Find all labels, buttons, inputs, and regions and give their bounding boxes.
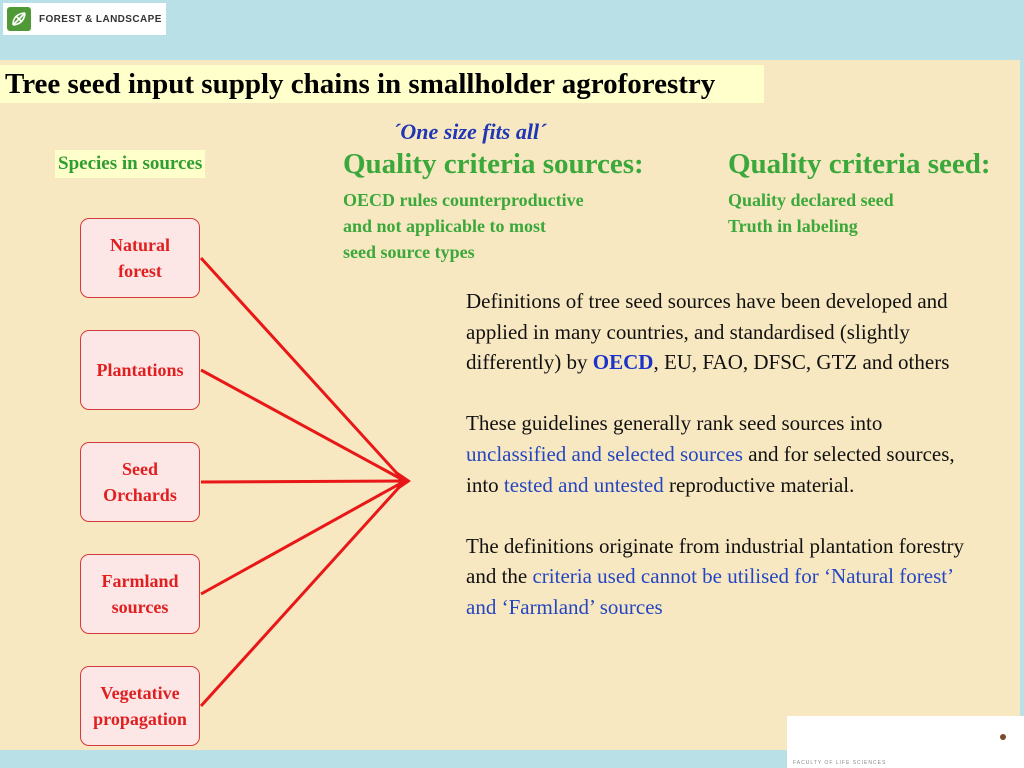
logo-text: FOREST & LANDSCAPE [39,13,162,25]
species-in-sources-label: Species in sources [55,150,206,178]
quality-criteria-sources-heading: Quality criteria sources: [343,148,644,180]
source-box-label: Plantations [96,360,184,380]
arrow-seed-orchards [200,479,404,484]
p1-text: Definitions of tree seed sources have be… [466,289,948,375]
p2-text-mid: and for selected sources, into [466,441,955,497]
sources-line: and not applicable to most [343,216,547,236]
quality-criteria-sources-text: OECD rules counterproductive and not app… [343,187,584,265]
source-box-vegetative-propagation: Vegetative propagation [80,666,200,746]
sources-line: seed source types [343,242,475,262]
source-box-label: Seed Orchards [103,459,177,505]
slide-subtitle: ´One size fits all´ [393,119,547,144]
p1-text-end: , EU, FAO, DFSC, GTZ and others [653,350,950,375]
arrow-natural-forest [199,256,405,482]
source-box-plantations: Plantations [80,330,200,410]
p2-highlight-1: unclassified and selected sources [466,441,743,466]
source-box-label: Vegetative propagation [93,683,187,729]
arrow-plantations [200,368,404,482]
quality-criteria-seed-text: Quality declared seed Truth in labeling [728,187,894,239]
paragraph-origin: The definitions originate from industria… [466,531,966,623]
arrow-farmland [200,480,404,596]
paragraph-guidelines: These guidelines generally rank seed sou… [466,408,966,500]
p3-text: The definitions originate from industria… [466,533,965,589]
seed-line: Truth in labeling [728,216,858,236]
paragraph-definitions: Definitions of tree seed sources have be… [466,286,966,378]
arrow-vegetative [199,481,405,708]
sources-line: OECD rules counterproductive [343,190,584,210]
university-footer-logo: FACULTY OF LIFE SCIENCES [787,716,1024,768]
source-box-label: Farmland sources [101,571,179,617]
source-box-label: Natural forest [110,235,170,281]
seed-line: Quality declared seed [728,190,894,210]
oecd-highlight: OECD [592,350,654,375]
arrowhead [395,470,411,492]
p3-highlight: criteria used cannot be utilised for ‘Na… [466,564,953,619]
definitions-body-text: Definitions of tree seed sources have be… [466,286,966,653]
footer-logo-text: FACULTY OF LIFE SCIENCES [793,760,887,766]
p2-text-end: reproductive material. [663,472,855,497]
p2-highlight-2: tested and untested [503,472,664,497]
forest-landscape-logo: FOREST & LANDSCAPE [3,3,166,35]
footer-mark-icon [1000,734,1006,740]
source-box-farmland-sources: Farmland sources [80,554,200,634]
slide-title: Tree seed input supply chains in smallho… [0,65,764,103]
quality-criteria-seed-heading: Quality criteria seed: [728,148,991,180]
p2-text: These guidelines generally rank seed sou… [466,411,883,436]
source-box-natural-forest: Natural forest [80,218,200,298]
source-box-seed-orchards: Seed Orchards [80,442,200,522]
leaf-grid-icon [7,7,31,31]
